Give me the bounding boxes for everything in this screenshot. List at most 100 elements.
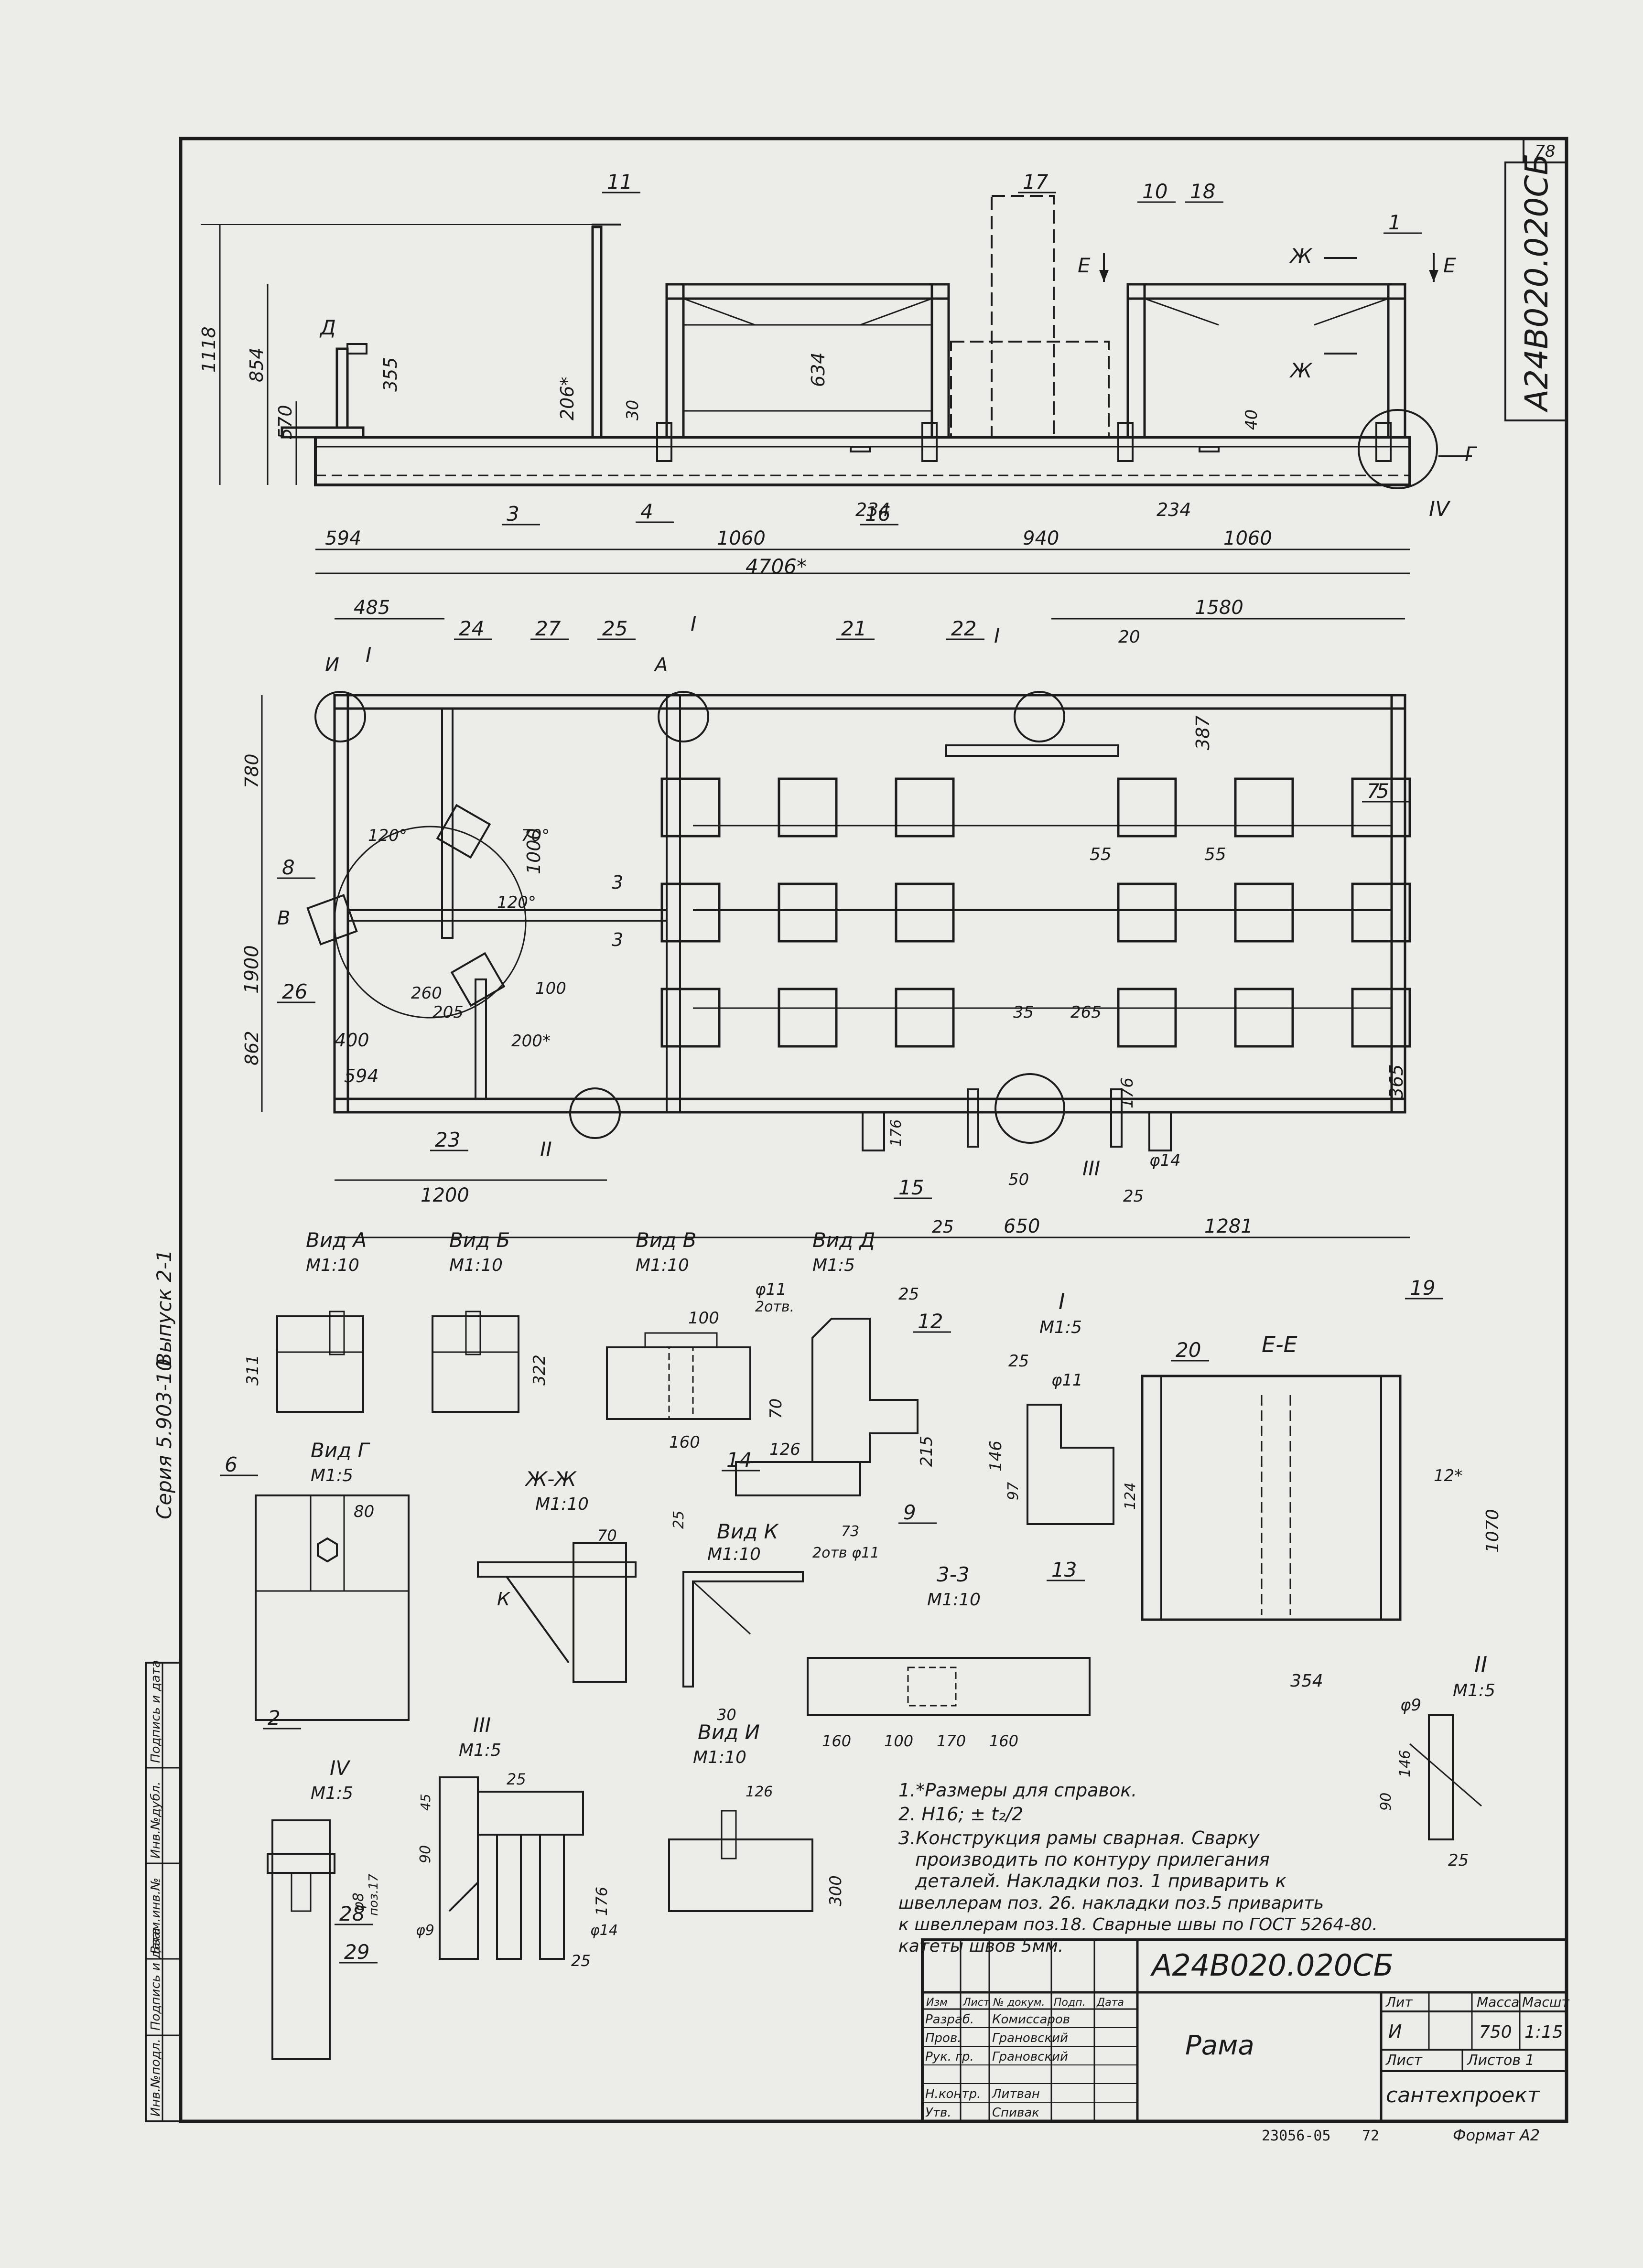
vid-b-scale: М1:10 bbox=[449, 1256, 503, 1275]
pos-number-28: 28 bbox=[339, 1902, 365, 1925]
tb-person-0: Комиссаров bbox=[992, 2012, 1070, 2027]
vid-g-title: Вид Г bbox=[311, 1439, 370, 1462]
node-iv-label: IV bbox=[1429, 497, 1451, 521]
pos-number-16: 16 bbox=[865, 502, 890, 526]
node-i-label-c: I bbox=[994, 624, 1000, 647]
dim-634: 634 bbox=[808, 352, 829, 387]
vid-v-scale: М1:10 bbox=[636, 1256, 689, 1275]
sec-i-scale: М1:5 bbox=[1039, 1318, 1082, 1337]
pos-number-22: 22 bbox=[951, 617, 976, 640]
pos-number-24: 24 bbox=[459, 617, 484, 640]
dim-73-d: 73 bbox=[841, 1523, 859, 1540]
dim-854: 854 bbox=[246, 347, 267, 382]
dim-485: 485 bbox=[354, 597, 390, 619]
pad-0-5 bbox=[1351, 777, 1411, 838]
vid-k-title: Вид К bbox=[717, 1520, 779, 1543]
dim-594-plan: 594 bbox=[344, 1065, 379, 1086]
arrow-v-label: В bbox=[277, 907, 290, 929]
pos-number-15: 15 bbox=[898, 1176, 924, 1199]
hdr-scale: Масшт bbox=[1522, 1994, 1569, 2010]
pos-number-17: 17 bbox=[1023, 170, 1048, 193]
dim-215-d: 215 bbox=[917, 1436, 936, 1467]
dim-1281: 1281 bbox=[1204, 1215, 1253, 1237]
cut-e-left: Е bbox=[1078, 254, 1091, 277]
pos-number-11: 11 bbox=[607, 170, 632, 193]
tb-col-2: № докум. bbox=[993, 1997, 1045, 2009]
pad-grid bbox=[660, 777, 1411, 1048]
tb-person-4: Литван bbox=[992, 2087, 1040, 2101]
dim-126-d: 126 bbox=[769, 1440, 800, 1459]
vid-i-title: Вид И bbox=[698, 1720, 760, 1744]
dim-20: 20 bbox=[1118, 627, 1140, 647]
plan-view: 485 1580 20 780 387 1000 70° 120° 120° 5… bbox=[241, 597, 1411, 1238]
tb-role-5: Утв. bbox=[925, 2106, 951, 2120]
pos-number-18: 18 bbox=[1190, 180, 1215, 203]
dim-160-33b: 160 bbox=[989, 1732, 1018, 1750]
sec-33-scale: М1:10 bbox=[927, 1590, 981, 1610]
arrow-d-label: Д bbox=[319, 316, 336, 339]
pad-0-4 bbox=[1234, 777, 1294, 838]
dim-1580: 1580 bbox=[1195, 597, 1243, 619]
tb-role-4: Н.контр. bbox=[925, 2087, 981, 2101]
pos-number-12: 12 bbox=[918, 1310, 943, 1333]
dim-234-b: 234 bbox=[1157, 499, 1191, 520]
mass-value: 750 bbox=[1479, 2022, 1512, 2042]
dim-80-g: 80 bbox=[354, 1502, 374, 1521]
dim-200: 200* bbox=[511, 1032, 551, 1051]
hdr-sheets: Листов 1 bbox=[1467, 2052, 1535, 2069]
dim-45-iii: 45 bbox=[418, 1794, 433, 1811]
tb-person-2: Грановский bbox=[992, 2050, 1068, 2064]
dim-1000: 1000 bbox=[523, 828, 544, 874]
stage-value: И bbox=[1388, 2021, 1402, 2042]
dim-160-33a: 160 bbox=[822, 1732, 851, 1750]
tb-role-1: Пров. bbox=[925, 2031, 962, 2045]
pos-number-2: 2 bbox=[268, 1706, 281, 1730]
dim-365: 365 bbox=[1386, 1064, 1407, 1099]
tb-person-5: Спивак bbox=[992, 2106, 1039, 2120]
dim-400: 400 bbox=[335, 1030, 369, 1051]
hdr-mass: Масса bbox=[1477, 1994, 1519, 2010]
dim-2otv-d: 2отв. bbox=[755, 1299, 794, 1315]
dim-100-v: 100 bbox=[688, 1309, 719, 1328]
tb-col-3: Подп. bbox=[1054, 1997, 1086, 2009]
dim-phi8-iv: φ8 bbox=[350, 1892, 367, 1911]
pad-2-2 bbox=[895, 988, 955, 1048]
hdr-lit: Лит bbox=[1385, 1994, 1413, 2010]
dim-354: 354 bbox=[1290, 1671, 1323, 1691]
dim-2otv-phi11: 2отв φ11 bbox=[812, 1545, 879, 1561]
node-i-label-a: I bbox=[366, 643, 371, 666]
dim-176-l: 176 bbox=[888, 1119, 905, 1147]
pos-number-25: 25 bbox=[602, 617, 627, 640]
cut-3-top: 3 bbox=[612, 872, 623, 893]
vid-a-title: Вид А bbox=[306, 1228, 367, 1252]
dim-650: 650 bbox=[1004, 1215, 1040, 1237]
hdr-sheet: Лист bbox=[1385, 2052, 1423, 2069]
dim-70-d: 70 bbox=[767, 1398, 786, 1419]
dim-1060-a: 1060 bbox=[717, 527, 766, 549]
dim-35: 35 bbox=[1013, 1003, 1034, 1022]
dim-phi11-i: φ11 bbox=[1051, 1371, 1083, 1390]
cut-zh-top: Ж bbox=[1289, 244, 1313, 268]
dim-206: 206* bbox=[557, 376, 578, 420]
dim-1118: 1118 bbox=[198, 326, 219, 373]
arrow-g-label: Г bbox=[1465, 442, 1478, 466]
dim-862: 862 bbox=[241, 1031, 262, 1065]
dim-100-33: 100 bbox=[884, 1732, 913, 1750]
pos-number-26: 26 bbox=[282, 980, 307, 1003]
dim-170-33: 170 bbox=[937, 1732, 966, 1750]
pad-0-2 bbox=[895, 777, 955, 838]
tb-col-0: Изм bbox=[926, 1997, 948, 2009]
page-number: 78 bbox=[1535, 142, 1555, 161]
dim-1060-b: 1060 bbox=[1223, 527, 1272, 549]
dim-30: 30 bbox=[623, 400, 642, 420]
pad-2-3 bbox=[1117, 988, 1177, 1048]
sec-iii-scale: М1:5 bbox=[459, 1741, 501, 1760]
note-3-line-4: швеллерам поз. 26. накладки поз.5 привар… bbox=[898, 1893, 1324, 1913]
sec-i-title: I bbox=[1059, 1289, 1065, 1314]
note-3-line-5: к швеллерам поз.18. Сварные швы по ГОСТ … bbox=[898, 1915, 1378, 1935]
view-titles: Вид А М1:10 Вид Б М1:10 Вид В М1:10 Вид … bbox=[306, 1228, 1495, 1803]
pad-1-0 bbox=[660, 882, 721, 943]
dim-265: 265 bbox=[1070, 1003, 1102, 1022]
